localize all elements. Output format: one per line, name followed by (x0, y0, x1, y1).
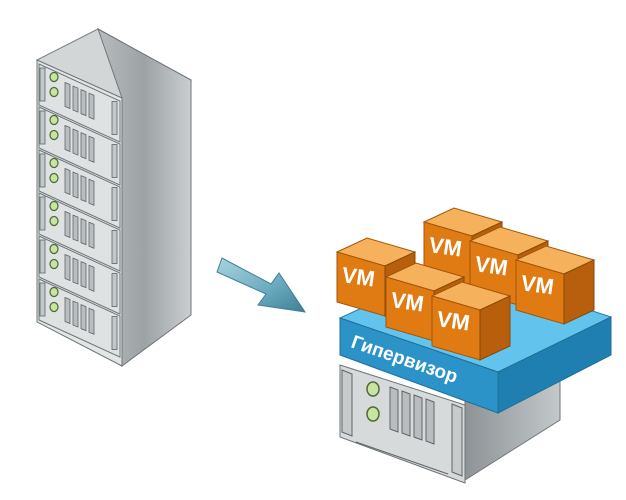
host-drive-bays (389, 386, 435, 445)
rack-led (49, 243, 59, 255)
rack-drive-bay (88, 135, 95, 163)
rack-led (49, 172, 59, 184)
vm-label: VM (340, 262, 376, 291)
rack-drive-bay (72, 85, 79, 113)
rack-server-handle (111, 316, 118, 350)
rack-led (49, 86, 59, 98)
rack-drive-bay (80, 218, 87, 246)
rack-server-face (38, 106, 121, 186)
rack-side (97, 27, 192, 367)
vm-label: VM (435, 306, 471, 335)
rack-drive-bay (64, 210, 71, 239)
rack-drive-bay (64, 124, 71, 153)
rack-server-unit (38, 278, 121, 358)
vm-cube: VM (335, 237, 417, 317)
rack-drive-bay (64, 253, 71, 282)
rack-drive-bay (72, 257, 79, 285)
rack-server-face (38, 192, 121, 272)
rack-server-handle (111, 187, 118, 221)
rack-server-handle (39, 110, 46, 145)
rack-server-face (38, 278, 121, 358)
host-bottom-rail (355, 441, 449, 475)
rack-drive-bay (72, 128, 79, 156)
rack-led (49, 258, 59, 270)
rack-server-handle (111, 144, 118, 178)
host-led-2 (366, 406, 380, 422)
rack-server-unit (38, 192, 121, 272)
rack-units (38, 63, 121, 358)
rack-server-handle (111, 101, 118, 135)
server-rack (35, 27, 193, 367)
rack-server-handle (39, 196, 46, 231)
rack-server-unit (38, 235, 121, 315)
rack-led (49, 286, 59, 298)
hypervisor-side (497, 316, 612, 414)
vm-cube-side (479, 295, 511, 361)
rack-drive-bay (80, 89, 87, 117)
vm-label: VM (473, 251, 509, 280)
rack-server-handle (111, 230, 118, 264)
rack-led (49, 301, 59, 313)
rack-led (49, 215, 59, 227)
rack-server-handle (39, 282, 46, 317)
rack-drive-bay (80, 175, 87, 203)
rack-server-handle (39, 67, 46, 102)
rack-drive-bay (80, 261, 87, 289)
rack-server-face (38, 235, 121, 315)
rack-drive-bay (88, 307, 95, 335)
rack-drive-bay (88, 92, 95, 120)
vm-cube: VM (430, 281, 512, 361)
rack-server-face (38, 149, 121, 229)
rack-server-handle (39, 239, 46, 274)
rack-led (49, 157, 59, 169)
vm-cube-side (563, 259, 595, 325)
rack-drive-bay (80, 132, 87, 160)
rack-server-unit (38, 106, 121, 186)
rack-server-unit (38, 149, 121, 229)
arrow (216, 257, 307, 313)
vm-cube: VM (514, 245, 596, 325)
rack-drive-bay (88, 178, 95, 206)
rack-drive-bay (64, 81, 71, 110)
host-led-1 (366, 381, 380, 397)
rack-drive-bay (72, 171, 79, 199)
rack-drive-bay (64, 167, 71, 196)
rack-drive-bay (64, 296, 71, 325)
arrow-shape (216, 257, 307, 313)
rack-server-handle (39, 153, 46, 188)
rack-drive-bay (80, 304, 87, 332)
host-handle-left (341, 369, 353, 437)
rack-drive-bay (72, 214, 79, 242)
rack-drive-bay (88, 264, 95, 292)
rack-drive-bay (88, 221, 95, 249)
rack-led (49, 200, 59, 212)
vm-label: VM (427, 232, 463, 261)
rack-led (49, 114, 59, 126)
rack-server-handle (111, 273, 118, 307)
rack-server-unit (38, 63, 121, 143)
rack-drive-bay (72, 300, 79, 328)
rack-server-face (38, 63, 121, 143)
vm-label: VM (389, 287, 425, 316)
rack-led (49, 71, 59, 83)
vm-label: VM (519, 270, 555, 299)
rack-led (49, 129, 59, 141)
host-handle-right (451, 403, 463, 477)
